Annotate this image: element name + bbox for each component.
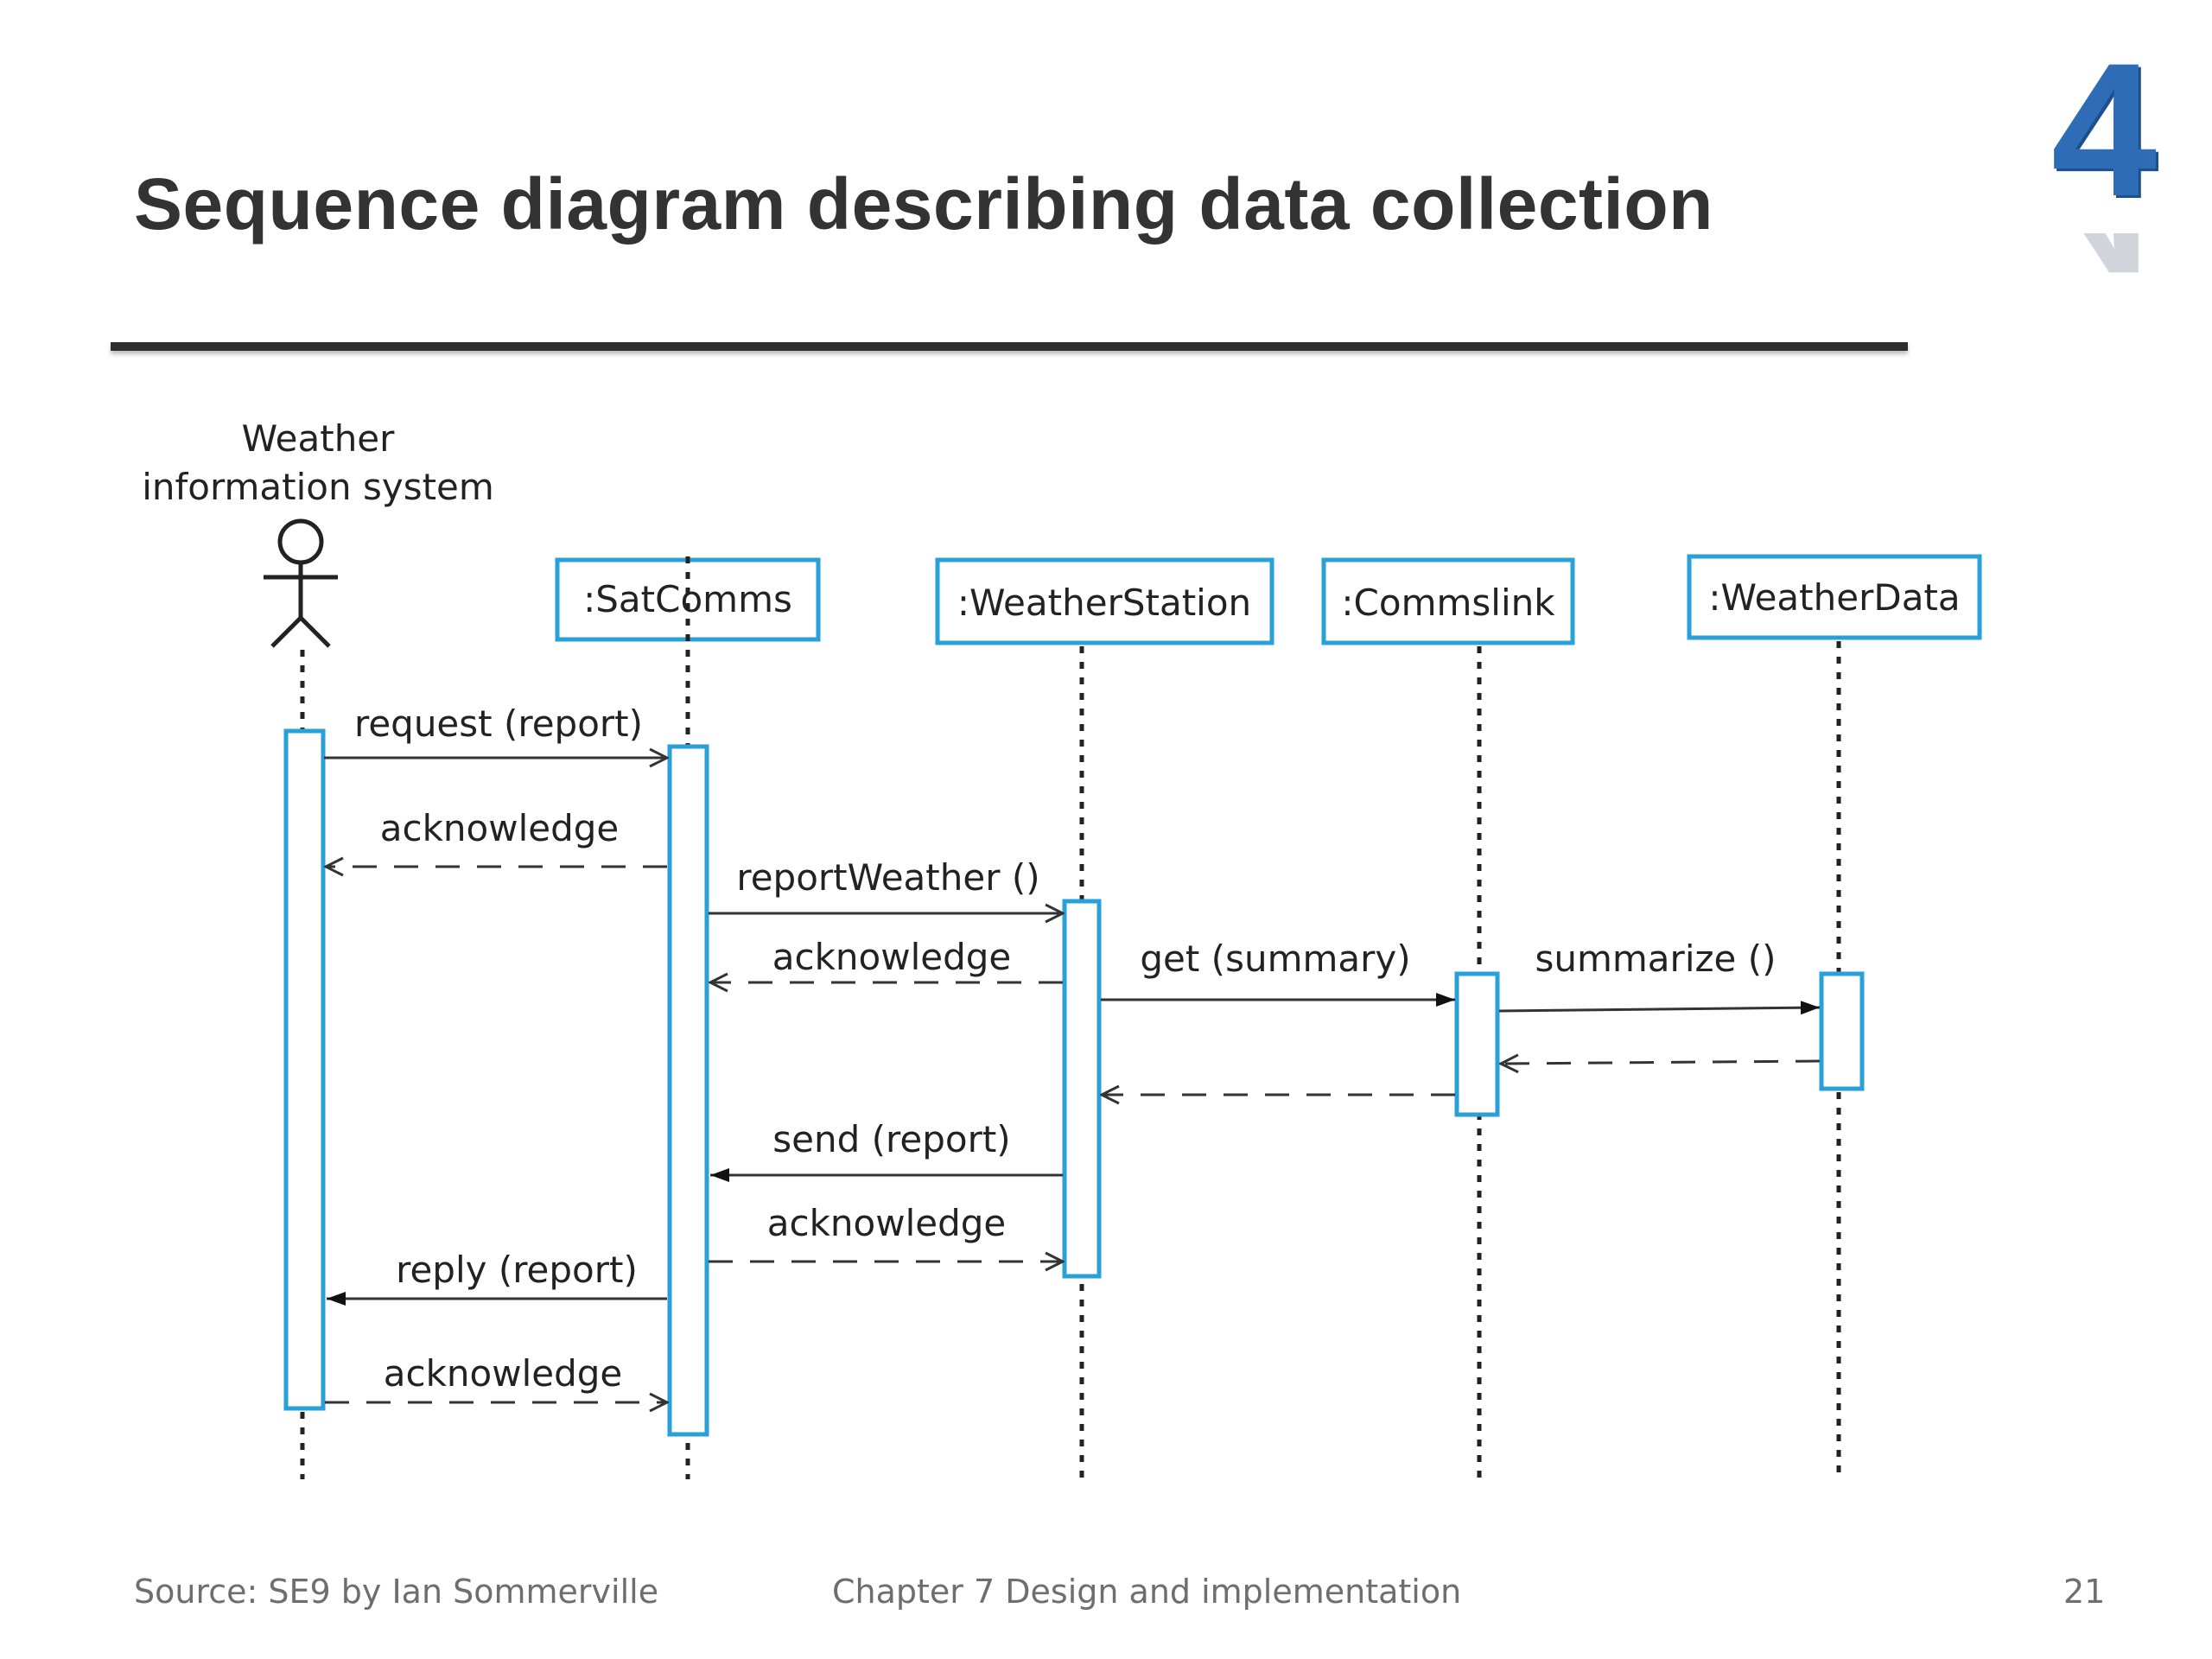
object-weatherdata: :WeatherData	[1687, 554, 1982, 640]
message-label-acknowledge-1: acknowledge	[380, 807, 620, 849]
object-label-satcomms: :SatComms	[583, 578, 792, 620]
message-label-acknowledge-4: acknowledge	[384, 1352, 623, 1395]
object-weatherstation: :WeatherStation	[935, 557, 1274, 645]
actor-label-line1: Weather	[242, 417, 396, 460]
actor-label-line2: information system	[142, 466, 494, 508]
actor-weather-information-system: Weather information system	[142, 417, 494, 648]
object-commslink: :Commslink	[1321, 557, 1575, 645]
object-label-weatherdata: :WeatherData	[1708, 576, 1960, 619]
activation-bar-weatherdata	[1819, 971, 1865, 1091]
message-label-reply-report: reply (report)	[396, 1249, 638, 1291]
stick-figure-icon	[264, 518, 338, 648]
object-satcomms: :SatComms	[555, 557, 821, 642]
activation-bar-commslink	[1454, 971, 1500, 1117]
footer-source: Source: SE9 by Ian Sommerville	[134, 1573, 659, 1611]
activation-bar-satcomms	[667, 744, 709, 1437]
object-label-weatherstation: :WeatherStation	[957, 582, 1251, 624]
message-label-reportweather: reportWeather ()	[736, 856, 1039, 899]
message-label-acknowledge-3: acknowledge	[767, 1202, 1007, 1244]
activation-bar-weatherstation	[1062, 899, 1102, 1279]
message-label-summarize: summarize ()	[1535, 938, 1776, 980]
page-number: 21	[2063, 1573, 2106, 1611]
message-label-request-report: request (report)	[354, 702, 643, 745]
chapter-badge: 4 4	[2039, 23, 2169, 302]
title-underline	[111, 342, 1908, 351]
slide-title: Sequence diagram describing data collect…	[134, 163, 1713, 245]
message-label-acknowledge-2: acknowledge	[772, 936, 1012, 978]
message-arrow-summarize	[1498, 1001, 1821, 1015]
chapter-number: 4	[2050, 23, 2158, 236]
object-label-commslink: :Commslink	[1341, 582, 1555, 624]
activation-bar-actor	[283, 728, 326, 1411]
footer-chapter: Chapter 7 Design and implementation	[832, 1573, 1462, 1611]
message-label-send-report: send (report)	[772, 1118, 1010, 1160]
message-label-get-summary: get (summary)	[1140, 938, 1410, 980]
message-arrow-return-weatherdata	[1501, 1061, 1821, 1064]
